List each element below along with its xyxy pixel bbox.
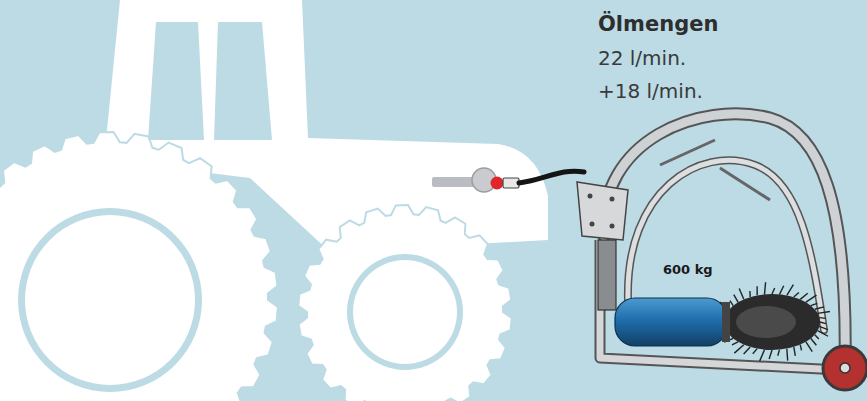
brush bbox=[712, 282, 830, 361]
bristle bbox=[818, 312, 830, 314]
bristle bbox=[772, 288, 775, 294]
bristle bbox=[819, 326, 827, 329]
bristle bbox=[819, 317, 825, 319]
bristle bbox=[820, 322, 826, 324]
cab-window bbox=[148, 22, 204, 140]
bristle bbox=[786, 349, 788, 361]
bristle bbox=[744, 347, 751, 354]
implement bbox=[577, 114, 867, 390]
bristle bbox=[806, 295, 817, 302]
tyre bbox=[298, 205, 512, 401]
bristle bbox=[815, 307, 824, 309]
bristle bbox=[811, 303, 817, 305]
bristle bbox=[749, 291, 751, 297]
base-frame bbox=[600, 240, 840, 370]
hub bbox=[25, 215, 195, 385]
mount-plate bbox=[577, 182, 628, 240]
hydraulic-hose bbox=[519, 171, 584, 183]
tyre bbox=[0, 132, 278, 401]
bristle bbox=[780, 286, 784, 295]
hoop-frame-face bbox=[604, 114, 845, 368]
support-wheel bbox=[823, 346, 867, 390]
flow-value: +18 l/min. bbox=[598, 79, 703, 103]
bristle bbox=[800, 345, 801, 351]
brush-core bbox=[736, 306, 796, 338]
bristle bbox=[730, 301, 733, 306]
weight-label: 600 kg bbox=[663, 262, 713, 277]
roller bbox=[615, 298, 727, 346]
base-frame-face bbox=[600, 240, 840, 370]
bristle bbox=[753, 349, 757, 354]
bristle bbox=[734, 295, 738, 303]
tractor-wheel bbox=[0, 132, 278, 401]
bristle bbox=[778, 350, 780, 356]
tractor-wheel bbox=[298, 205, 512, 401]
bristle bbox=[734, 345, 743, 353]
hoop-frame bbox=[604, 114, 845, 368]
flow-value: 22 l/min. bbox=[598, 46, 686, 70]
rim-ring bbox=[18, 208, 202, 392]
hydraulic-coupling bbox=[432, 168, 584, 192]
bristle bbox=[815, 335, 819, 339]
bristle bbox=[794, 347, 796, 356]
bristle bbox=[811, 338, 817, 345]
cab-window bbox=[214, 22, 272, 140]
bristle bbox=[818, 331, 828, 337]
tractor-silhouette bbox=[0, 0, 548, 401]
coupling-cap bbox=[491, 177, 504, 190]
bristle bbox=[764, 282, 765, 294]
bristle bbox=[794, 293, 799, 298]
bristle bbox=[756, 286, 757, 295]
bristle bbox=[769, 350, 772, 359]
bristle bbox=[739, 289, 744, 300]
bristle bbox=[760, 350, 765, 361]
bristle bbox=[800, 293, 808, 299]
hub bbox=[353, 260, 457, 364]
frame-slot bbox=[660, 140, 770, 200]
brush-body bbox=[724, 294, 820, 350]
hydraulic-motor bbox=[598, 240, 616, 310]
roller-end bbox=[722, 302, 730, 342]
heading: Ölmengen bbox=[598, 12, 718, 36]
bristle bbox=[806, 342, 812, 352]
bristle bbox=[732, 342, 738, 345]
bristle bbox=[787, 285, 794, 296]
rim-ring bbox=[347, 254, 463, 370]
